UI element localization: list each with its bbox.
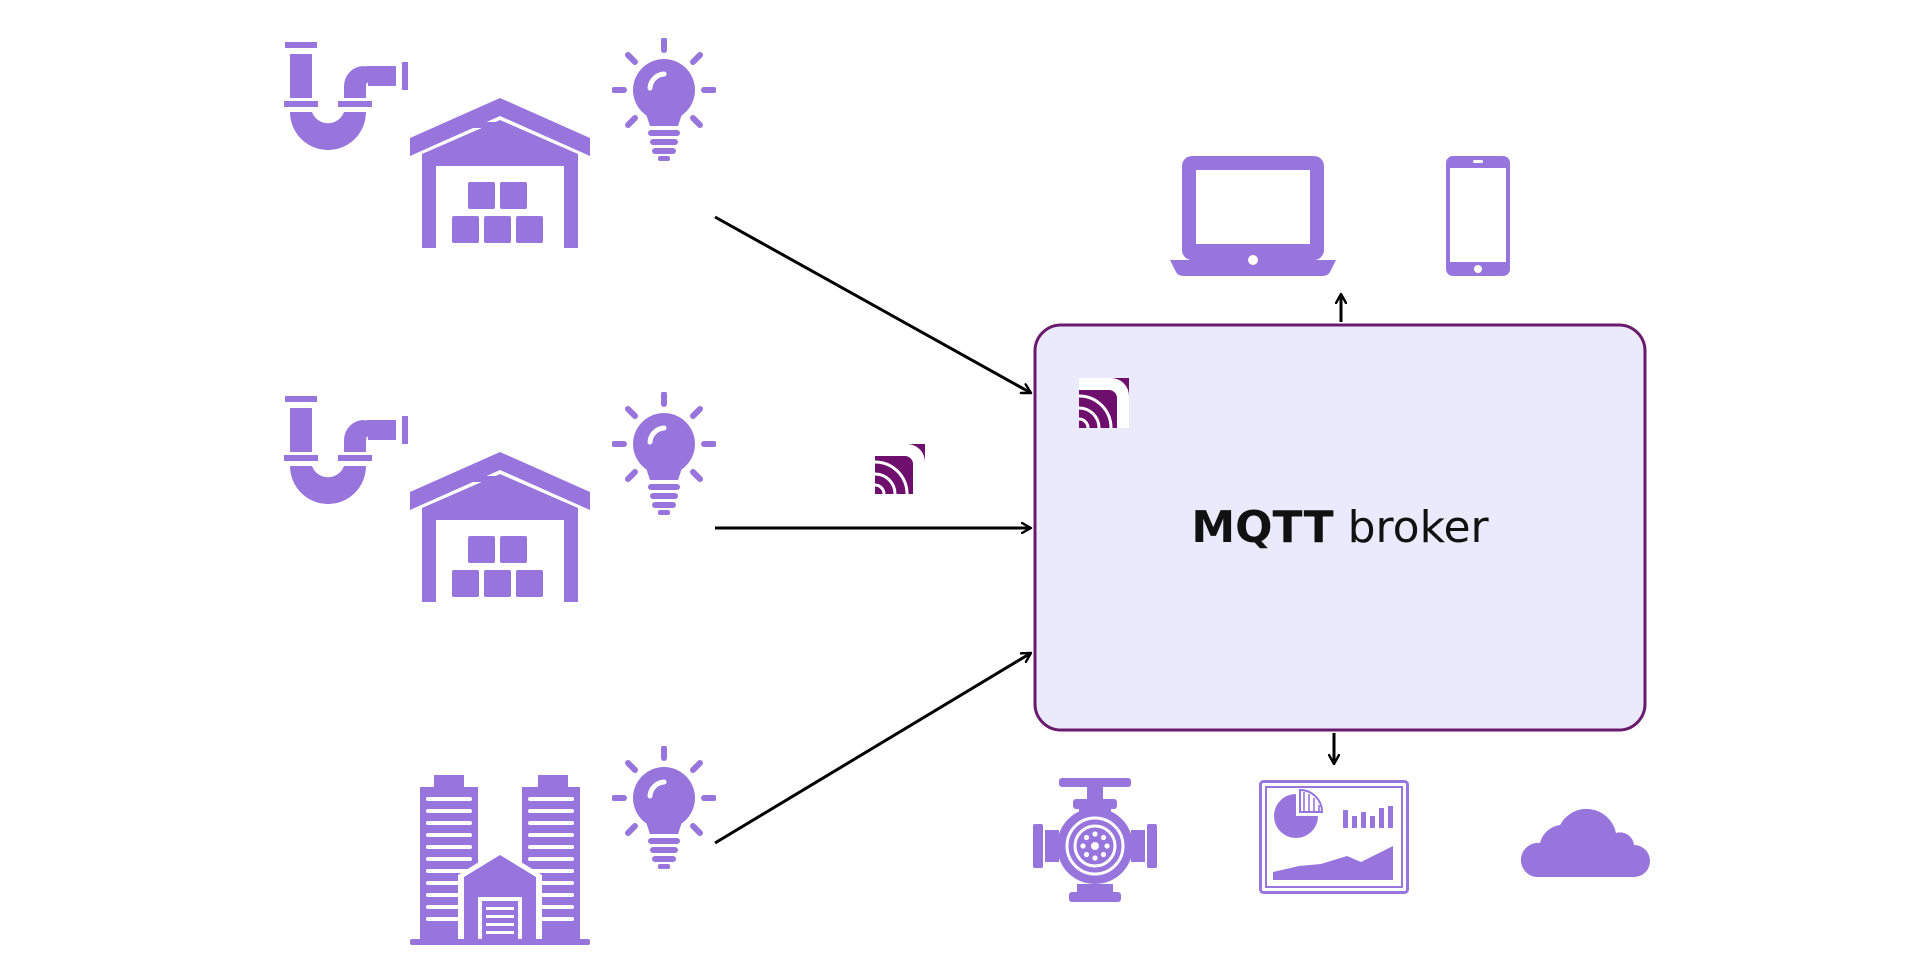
subscriber-services [1033, 778, 1650, 902]
arrow-city-to-broker [714, 651, 1031, 845]
arrow-site1-to-broker [714, 215, 1031, 395]
pipe-icon [284, 42, 408, 150]
office-buildings-icon [410, 775, 590, 945]
valve-icon [1033, 778, 1157, 902]
smartphone-icon [1446, 156, 1510, 276]
warehouse-icon [410, 452, 590, 602]
cloud-icon [1520, 808, 1650, 877]
mqtt-logo-icon [875, 444, 925, 494]
publisher-group-city [410, 748, 714, 945]
broker-label-rest: broker [1347, 502, 1489, 553]
mqtt-broker-box [1033, 323, 1647, 732]
subscriber-devices [1170, 156, 1510, 276]
lightbulb-icon [614, 40, 714, 161]
warehouse-icon [410, 98, 590, 248]
pipe-icon [284, 396, 408, 504]
publisher-group-warehouse-2 [284, 394, 714, 602]
publisher-group-warehouse-1 [284, 40, 714, 248]
dashboard-icon [1259, 780, 1409, 894]
lightbulb-icon [614, 748, 714, 869]
broker-label: MQTT broker [1035, 325, 1645, 730]
broker-label-bold: MQTT [1191, 502, 1334, 553]
lightbulb-icon [614, 394, 714, 515]
laptop-icon [1170, 156, 1336, 276]
